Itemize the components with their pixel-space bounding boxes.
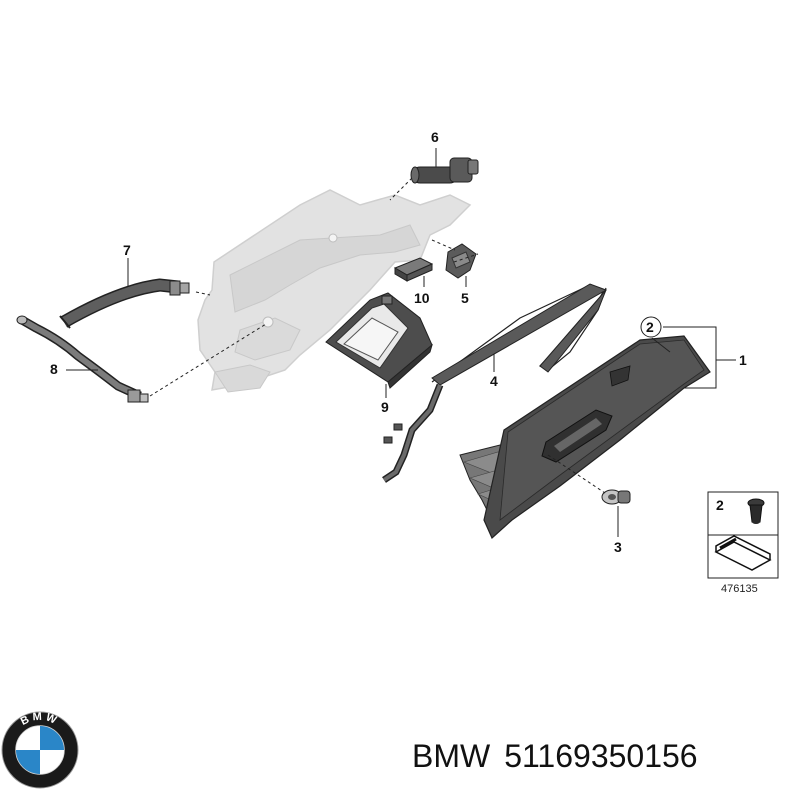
- callout-10: 10: [414, 290, 430, 306]
- dashboard-carrier-ghost: [197, 189, 472, 393]
- callout-4: 4: [490, 373, 498, 389]
- brand-name: BMW: [412, 738, 491, 774]
- svg-text:BMW: BMW: [19, 711, 61, 728]
- legend-number: 2: [716, 497, 724, 513]
- part-8-hose: [16, 315, 149, 403]
- callout-1: 1: [739, 352, 747, 368]
- callout-5: 5: [461, 290, 469, 306]
- assembly-lines: [149, 177, 606, 494]
- part-9-frame: [325, 292, 433, 389]
- callout-2: 2: [646, 319, 654, 335]
- callout-8: 8: [50, 361, 58, 377]
- part-5-bracket: [445, 243, 477, 279]
- part-1-glove-box: [459, 335, 711, 539]
- legend-code: 476135: [721, 583, 758, 595]
- legend-box: 2: [707, 491, 779, 579]
- part-7-hose: [59, 278, 190, 329]
- tool-shape-icon: [714, 535, 772, 571]
- callout-7: 7: [123, 242, 131, 258]
- callout-3: 3: [614, 539, 622, 555]
- push-rivet-icon: [747, 498, 765, 524]
- part-10-block: [393, 257, 434, 282]
- bmw-logo: BMW: [1, 711, 79, 789]
- part-3-rivet: [601, 489, 631, 505]
- callout-2-circle: [640, 316, 662, 338]
- footer-caption: BMW 51169350156: [412, 738, 792, 778]
- leader-lines: [66, 148, 736, 537]
- callout-6: 6: [431, 129, 439, 145]
- part-6-cylinder: [410, 157, 479, 184]
- callout-9: 9: [381, 399, 389, 415]
- part-4-seal-strip: [382, 283, 608, 483]
- part-number: 51169350156: [504, 738, 698, 774]
